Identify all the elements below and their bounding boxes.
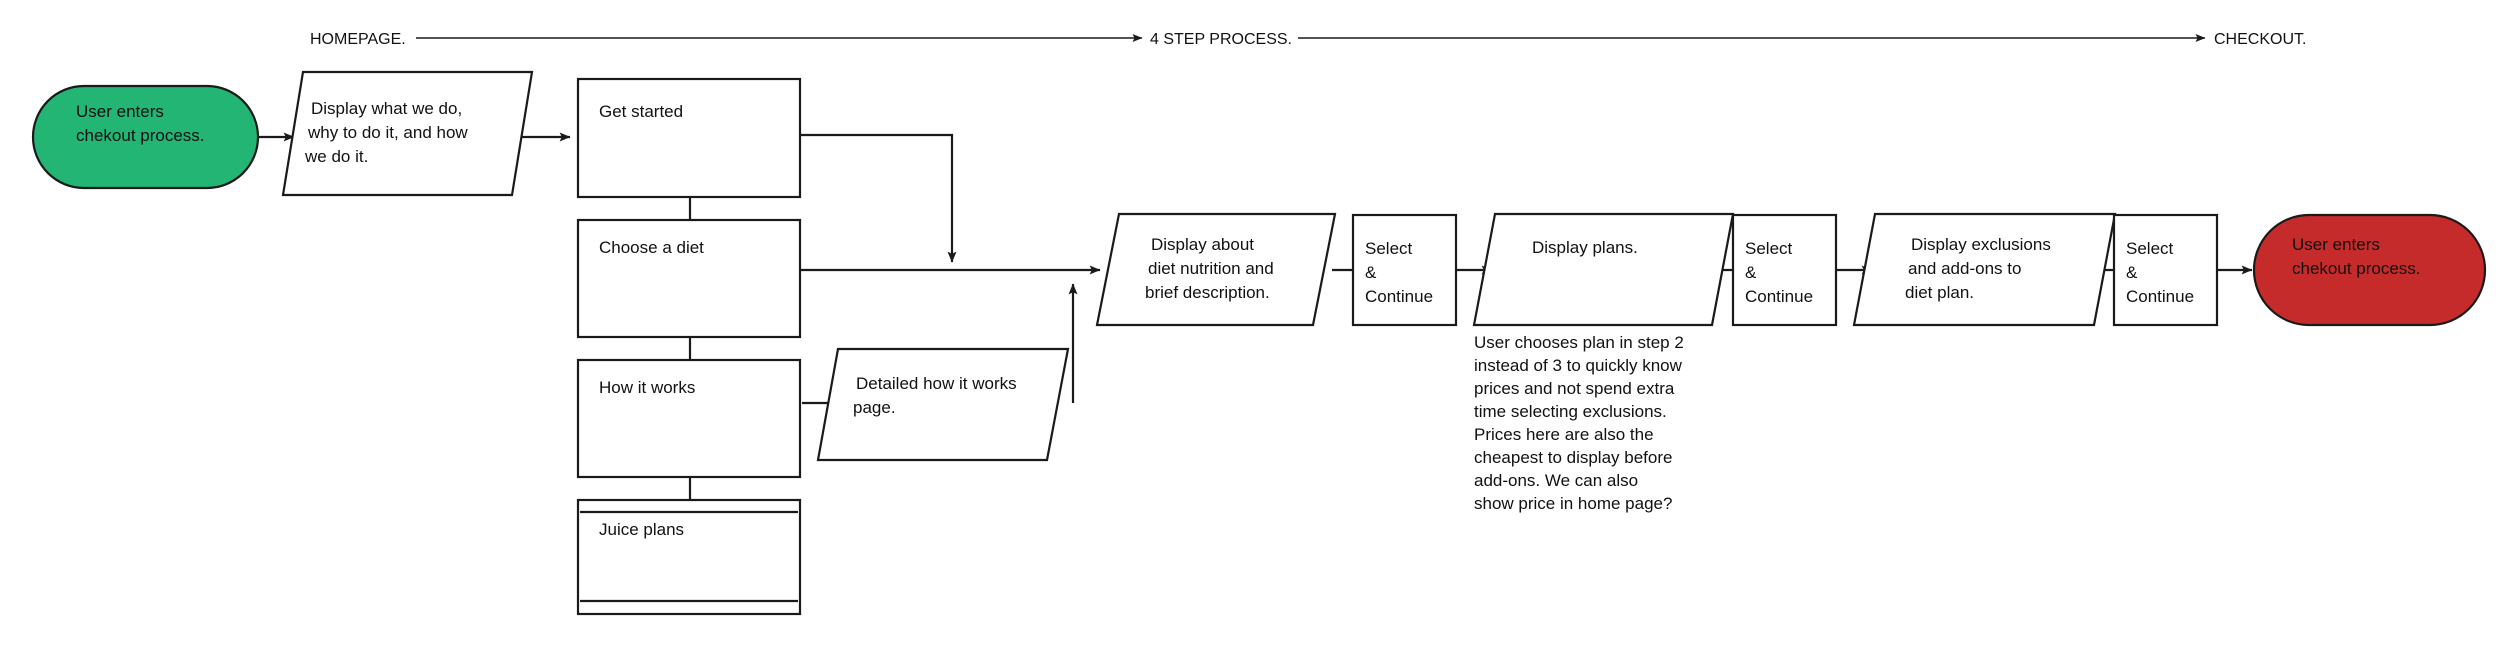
note-line-7: add-ons. We can also xyxy=(1474,471,1638,490)
select-continue-3-line3: Continue xyxy=(2126,287,2194,306)
node-end[interactable]: User enters chekout process. xyxy=(2252,213,2487,327)
edge-getstarted-to-mainflow xyxy=(800,133,957,263)
node-select-continue-3[interactable]: Select & Continue xyxy=(2112,213,2219,327)
how-it-works-shape xyxy=(576,358,802,479)
lane-label-checkout: CHECKOUT. xyxy=(2214,31,2306,48)
select-continue-3-shape xyxy=(2112,213,2219,327)
note-line-5: Prices here are also the xyxy=(1474,425,1654,444)
display-nutrition-line1: Display about xyxy=(1151,235,1254,254)
select-continue-2-shape xyxy=(1731,213,1838,327)
display-exclusions-line3: diet plan. xyxy=(1905,283,1974,302)
choose-diet-label: Choose a diet xyxy=(599,238,704,257)
node-choose-diet[interactable]: Choose a diet xyxy=(576,218,802,339)
node-display-exclusions[interactable]: Display exclusions and add-ons to diet p… xyxy=(1852,212,2117,327)
select-continue-2-line2: & xyxy=(1745,263,1757,282)
node-juice-plans[interactable]: Juice plans xyxy=(576,498,802,616)
node-get-started[interactable]: Get started xyxy=(576,77,802,199)
display-plans-label: Display plans. xyxy=(1532,238,1638,257)
note-plan-step: User chooses plan in step 2 instead of 3… xyxy=(1474,333,1684,513)
node-select-continue-1[interactable]: Select & Continue xyxy=(1351,213,1458,327)
swimlane-header: HOMEPAGE. 4 STEP PROCESS. CHECKOUT. xyxy=(310,31,2306,48)
select-continue-1-shape xyxy=(1351,213,1458,327)
get-started-shape xyxy=(576,77,802,199)
start-label-line1: User enters xyxy=(76,102,164,121)
note-line-1: User chooses plan in step 2 xyxy=(1474,333,1684,352)
node-detailed-how[interactable]: Detailed how it works page. xyxy=(816,347,1070,462)
end-label-line1: User enters xyxy=(2292,235,2380,254)
lane-label-homepage: HOMEPAGE. xyxy=(310,31,406,48)
get-started-label: Get started xyxy=(599,102,683,121)
select-continue-3-line2: & xyxy=(2126,263,2138,282)
display-nutrition-line3: brief description. xyxy=(1145,283,1270,302)
juice-plans-label: Juice plans xyxy=(599,520,684,539)
start-label-line2: chekout process. xyxy=(76,126,205,145)
display-exclusions-shape xyxy=(1852,212,2117,327)
detailed-how-line2: page. xyxy=(853,398,896,417)
display-intro-line3: we do it. xyxy=(304,147,368,166)
select-continue-2-line1: Select xyxy=(1745,239,1793,258)
select-continue-1-line3: Continue xyxy=(1365,287,1433,306)
select-continue-1-line2: & xyxy=(1365,263,1377,282)
node-display-nutrition[interactable]: Display about diet nutrition and brief d… xyxy=(1095,212,1337,327)
note-line-8: show price in home page? xyxy=(1474,494,1672,513)
select-continue-1-line1: Select xyxy=(1365,239,1413,258)
note-line-2: instead of 3 to quickly know xyxy=(1474,356,1683,375)
display-nutrition-shape xyxy=(1095,212,1337,327)
end-label-line2: chekout process. xyxy=(2292,259,2421,278)
display-nutrition-line2: diet nutrition and xyxy=(1148,259,1274,278)
node-start[interactable]: User enters chekout process. xyxy=(31,84,260,190)
node-display-intro[interactable]: Display what we do, why to do it, and ho… xyxy=(281,70,534,197)
display-intro-shape xyxy=(281,70,534,197)
display-exclusions-line2: and add-ons to xyxy=(1908,259,2021,278)
display-plans-shape xyxy=(1472,212,1735,327)
juice-plans-shape xyxy=(576,498,802,616)
display-intro-line1: Display what we do, xyxy=(311,99,462,118)
end-shape xyxy=(2252,213,2487,327)
note-line-6: cheapest to display before xyxy=(1474,448,1672,467)
detailed-how-shape xyxy=(816,347,1070,462)
how-it-works-label: How it works xyxy=(599,378,695,397)
lane-label-4step: 4 STEP PROCESS. xyxy=(1150,31,1292,48)
choose-diet-shape xyxy=(576,218,802,339)
note-line-3: prices and not spend extra xyxy=(1474,379,1675,398)
display-exclusions-line1: Display exclusions xyxy=(1911,235,2051,254)
start-shape xyxy=(31,84,260,190)
display-intro-line2: why to do it, and how xyxy=(307,123,468,142)
node-display-plans[interactable]: Display plans. xyxy=(1472,212,1735,327)
note-line-4: time selecting exclusions. xyxy=(1474,402,1667,421)
select-continue-2-line3: Continue xyxy=(1745,287,1813,306)
detailed-how-line1: Detailed how it works xyxy=(856,374,1017,393)
node-how-it-works[interactable]: How it works xyxy=(576,358,802,479)
select-continue-3-line1: Select xyxy=(2126,239,2174,258)
node-select-continue-2[interactable]: Select & Continue xyxy=(1731,213,1838,327)
